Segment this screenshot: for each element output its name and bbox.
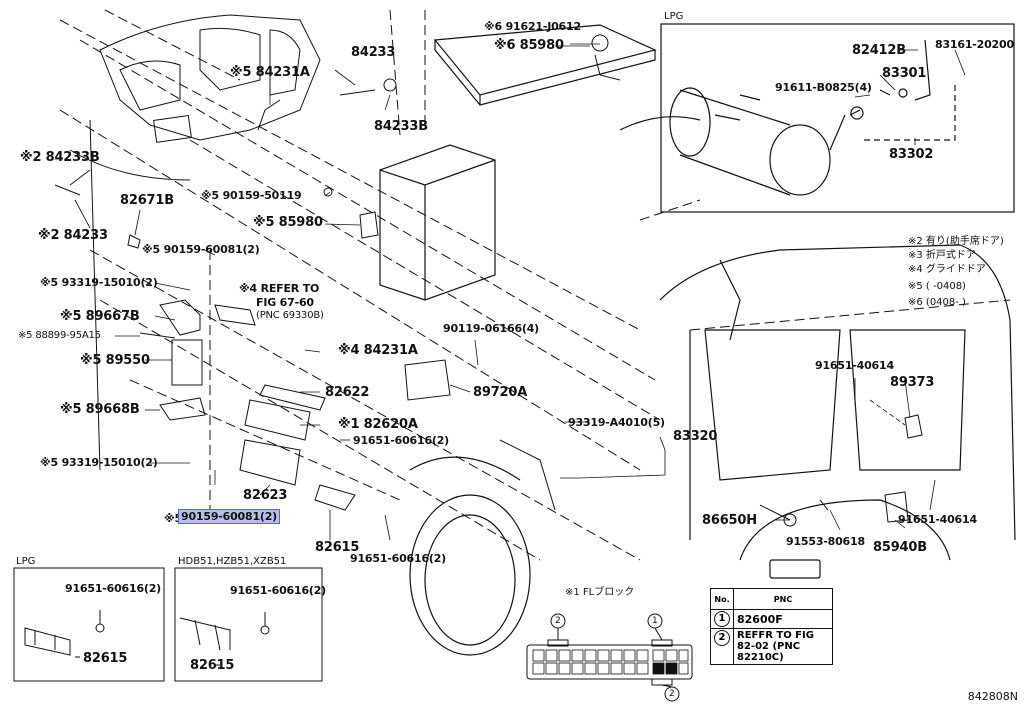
- part-label[interactable]: 83301: [882, 66, 927, 81]
- part-label[interactable]: 91651-60616(2): [350, 552, 447, 565]
- part-label[interactable]: ※5 90159-60081(2): [142, 243, 260, 256]
- selected-part-label[interactable]: 90159-60081(2): [177, 509, 281, 524]
- part-label[interactable]: 82615: [315, 540, 360, 555]
- inset-title: HDB51,HZB51,XZB51: [178, 556, 287, 567]
- part-label[interactable]: 93319-A4010(5): [568, 416, 665, 429]
- overhead-shelf: [433, 24, 657, 106]
- pnc-table: No. PNC 1 82600F 2 REFFR TO FIG 82-02 (P…: [710, 588, 833, 665]
- part-label[interactable]: 91553-80618: [786, 535, 865, 548]
- part-label[interactable]: ※5 90159-50119: [201, 189, 302, 202]
- part-label[interactable]: 83320: [673, 429, 718, 444]
- part-label[interactable]: 89373: [890, 375, 935, 390]
- part-label[interactable]: 84233: [351, 45, 396, 60]
- inset-title: LPG: [16, 556, 36, 567]
- col-pnc-header: PNC: [733, 588, 833, 610]
- part-label[interactable]: 91651-60616(2): [353, 434, 450, 447]
- part-label[interactable]: ※5 84231A: [230, 65, 310, 80]
- part-label[interactable]: 91651-40614: [815, 359, 894, 372]
- inset-title: LPG: [664, 11, 684, 22]
- part-label[interactable]: 84233B: [374, 119, 428, 134]
- refer-note[interactable]: ※4 REFER TO: [239, 282, 320, 295]
- footnote: ※2 有り(助手席ドア): [908, 236, 1004, 247]
- part-label[interactable]: 89720A: [473, 385, 528, 400]
- ecu-box: [379, 144, 496, 301]
- part-label[interactable]: ※1 82620A: [338, 417, 418, 432]
- part-label[interactable]: ※2 84233B: [20, 150, 100, 165]
- connector-pin-label: 1: [652, 616, 658, 626]
- part-label[interactable]: 91651-60616(2): [230, 584, 327, 597]
- vehicle-body-outline: [59, 9, 1011, 561]
- lpg-tank: [660, 23, 1015, 213]
- part-label[interactable]: ※5 88899-95A15: [18, 330, 101, 341]
- part-label[interactable]: 83161-20200: [935, 38, 1014, 51]
- refer-note[interactable]: FIG 67-60: [256, 296, 314, 309]
- footnote: ※5 ( -0408): [908, 281, 966, 292]
- table-row: 2 REFFR TO FIG 82-02 (PNC 82210C): [710, 628, 833, 665]
- part-label[interactable]: 91651-60616(2): [65, 582, 162, 595]
- bottom-insets: [13, 567, 323, 682]
- connector-block: [526, 613, 693, 702]
- pnc-cell[interactable]: REFFR TO FIG 82-02 (PNC 82210C): [733, 628, 833, 665]
- part-label[interactable]: 82622: [325, 385, 370, 400]
- refer-note[interactable]: (PNC 69330B): [256, 310, 324, 321]
- part-label[interactable]: ※6 85980: [494, 38, 564, 53]
- connector-pin-label: 2: [669, 689, 675, 699]
- part-label[interactable]: ※6 91621-J0612: [484, 20, 581, 33]
- leader-lines: [69, 43, 966, 541]
- part-label[interactable]: 82615: [190, 658, 235, 673]
- part-label[interactable]: ※5 89668B: [60, 402, 140, 417]
- part-label[interactable]: 85940B: [873, 540, 927, 555]
- footnote: ※6 (0408- ): [908, 297, 966, 308]
- row-number: 2: [714, 630, 730, 646]
- part-label[interactable]: 82623: [243, 488, 288, 503]
- part-label[interactable]: 90119-06166(4): [443, 322, 540, 335]
- table-row: 1 82600F: [710, 609, 833, 629]
- part-label[interactable]: ※5 93319-15010(2): [40, 276, 158, 289]
- part-label[interactable]: ※5 93319-15010(2): [40, 456, 158, 469]
- part-label[interactable]: 91611-B0825(4): [775, 81, 872, 94]
- footnote: ※3 折戸式ドア: [908, 250, 976, 261]
- part-label[interactable]: 82615: [83, 651, 128, 666]
- diagram-code: 842808N: [967, 690, 1018, 703]
- part-label[interactable]: ※4 84231A: [338, 343, 418, 358]
- wheel: [409, 456, 531, 656]
- dashboard: [69, 14, 321, 471]
- part-label[interactable]: 83302: [889, 147, 934, 162]
- part-label[interactable]: 82671B: [120, 193, 174, 208]
- part-label[interactable]: ※5 85980: [253, 215, 323, 230]
- components: [54, 34, 923, 527]
- col-no-header: No.: [710, 588, 734, 610]
- pnc-cell[interactable]: 82600F: [733, 609, 833, 629]
- part-label[interactable]: 86650H: [702, 513, 757, 528]
- footnote: ※4 グライドドア: [908, 264, 986, 275]
- part-label[interactable]: ※2 84233: [38, 228, 108, 243]
- row-number: 1: [714, 611, 730, 627]
- connector-pin-label: 2: [555, 616, 561, 626]
- part-label-prefix: ※5: [164, 512, 182, 525]
- connector-title: ※1 FLブロック: [565, 587, 635, 598]
- part-label[interactable]: ※5 89550: [80, 353, 150, 368]
- part-label[interactable]: 91651-40614: [898, 513, 977, 526]
- van-body: [619, 116, 1016, 579]
- part-label[interactable]: ※5 89667B: [60, 309, 140, 324]
- part-label[interactable]: 82412B: [852, 43, 906, 58]
